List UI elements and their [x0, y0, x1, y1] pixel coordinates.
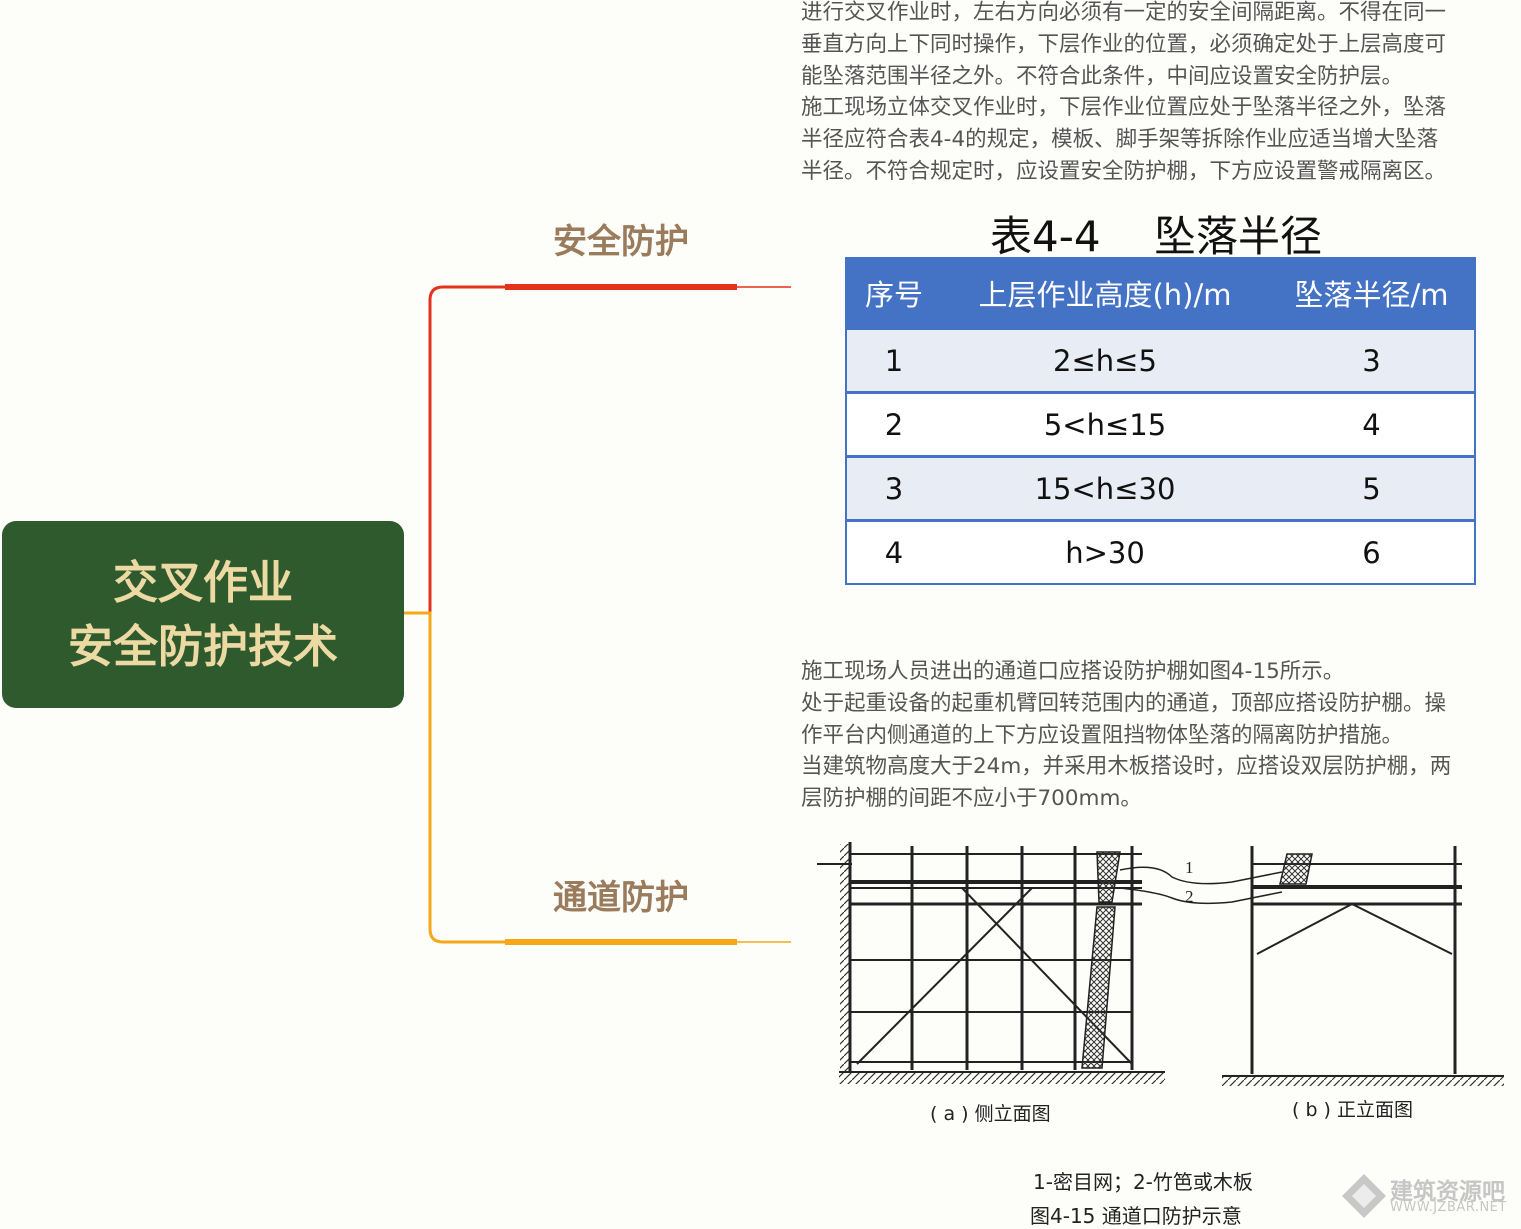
table-row: 3 15<h≤30 5	[846, 455, 1475, 521]
text-line: 半径应符合表4-4的规定，模板、脚手架等拆除作业应适当增大坠落	[801, 127, 1439, 153]
watermark-name: 建筑资源吧	[1390, 1179, 1505, 1205]
caption-side-elevation: ( a ) 侧立面图	[930, 1103, 1051, 1125]
callout-label-1: 1	[1185, 858, 1194, 877]
cell-index: 2	[846, 391, 941, 457]
passage-shed-figure: 1 2 ( a ) 侧立面图 ( b ) 正立面图	[817, 842, 1504, 1125]
side-elevation-drawing	[817, 842, 1165, 1084]
table-row: 4 h>30 6	[846, 519, 1475, 584]
branch-underline-passage	[505, 939, 737, 945]
callout-label-2: 2	[1185, 887, 1194, 906]
text-line: 层防护棚的间距不应小于700mm。	[801, 786, 1142, 812]
table-row: 1 2≤h≤5 3	[846, 327, 1475, 393]
root-title-line1: 交叉作业	[112, 555, 293, 609]
root-title-line2: 安全防护技术	[67, 619, 338, 673]
branch-connector-safety	[404, 285, 505, 615]
table-title: 表4-4 坠落半径	[990, 212, 1323, 261]
header-radius: 坠落半径/m	[1269, 258, 1475, 329]
text-line: 能坠落范围半径之外。不符合此条件，中间应设置安全防护层。	[801, 63, 1404, 89]
cell-index: 3	[846, 455, 941, 521]
branch-label-passage[interactable]: 通道防护	[553, 878, 689, 918]
table-header-row: 序号 上层作业高度(h)/m 坠落半径/m	[846, 258, 1475, 329]
cell-index: 1	[846, 327, 941, 393]
text-line: 施工现场立体交叉作业时，下层作业位置应处于坠落半径之外，坠落	[801, 95, 1447, 121]
text-line: 作平台内侧通道的上下方应设置阻挡物体坠落的隔离防护措施。	[801, 722, 1404, 748]
header-height: 上层作业高度(h)/m	[941, 258, 1269, 329]
cell-index: 4	[846, 519, 941, 584]
text-line: 垂直方向上下同时操作，下层作业的位置，必须确定处于上层高度可	[801, 31, 1447, 57]
cell-radius: 6	[1269, 519, 1475, 584]
text-line: 施工现场人员进出的通道口应搭设防护棚如图4-15所示。	[801, 659, 1345, 684]
caption-front-elevation: ( b ) 正立面图	[1292, 1099, 1413, 1121]
cell-height: 2≤h≤5	[941, 327, 1269, 393]
watermark-url: WWW.JZBAR.NET	[1390, 1200, 1507, 1215]
header-index: 序号	[846, 258, 941, 329]
figure-legend: 1-密目网；2-竹笆或木板	[1033, 1170, 1253, 1194]
text-line: 处于起重设备的起重机臂回转范围内的通道，顶部应搭设防护棚。操	[801, 690, 1447, 716]
text-line: 半径。不符合规定时，应设置安全防护棚，下方应设置警戒隔离区。	[801, 158, 1447, 184]
cell-radius: 5	[1269, 455, 1475, 521]
text-line: 进行交叉作业时，左右方向必须有一定的安全间隔距离。不得在同一	[801, 0, 1447, 25]
watermark-logo-icon	[1342, 1174, 1386, 1218]
table-row: 2 5<h≤15 4	[846, 391, 1475, 457]
cell-height: 5<h≤15	[941, 391, 1269, 457]
text-line: 当建筑物高度大于24m，并采用木板搭设时，应搭设双层防护棚，两	[801, 754, 1452, 780]
branch-underline-safety	[505, 284, 737, 290]
cell-height: h>30	[941, 519, 1269, 584]
callout-lines	[1119, 866, 1283, 905]
figure-title: 图4-15 通道口防护示意	[1030, 1204, 1242, 1228]
cell-radius: 3	[1269, 327, 1475, 393]
cell-height: 15<h≤30	[941, 455, 1269, 521]
cell-radius: 4	[1269, 391, 1475, 457]
root-node[interactable]: 交叉作业 安全防护技术	[2, 521, 404, 708]
fall-radius-table: 序号 上层作业高度(h)/m 坠落半径/m 1 2≤h≤5 3 2 5<h≤15…	[845, 257, 1476, 585]
branch-label-safety[interactable]: 安全防护	[553, 222, 689, 262]
passage-description: 施工现场人员进出的通道口应搭设防护棚如图4-15所示。 处于起重设备的起重机臂回…	[801, 656, 1521, 815]
front-elevation-drawing	[1222, 846, 1504, 1086]
branch-connector-passage	[404, 611, 505, 944]
safety-description: 进行交叉作业时，左右方向必须有一定的安全间隔距离。不得在同一 垂直方向上下同时操…	[801, 0, 1521, 188]
